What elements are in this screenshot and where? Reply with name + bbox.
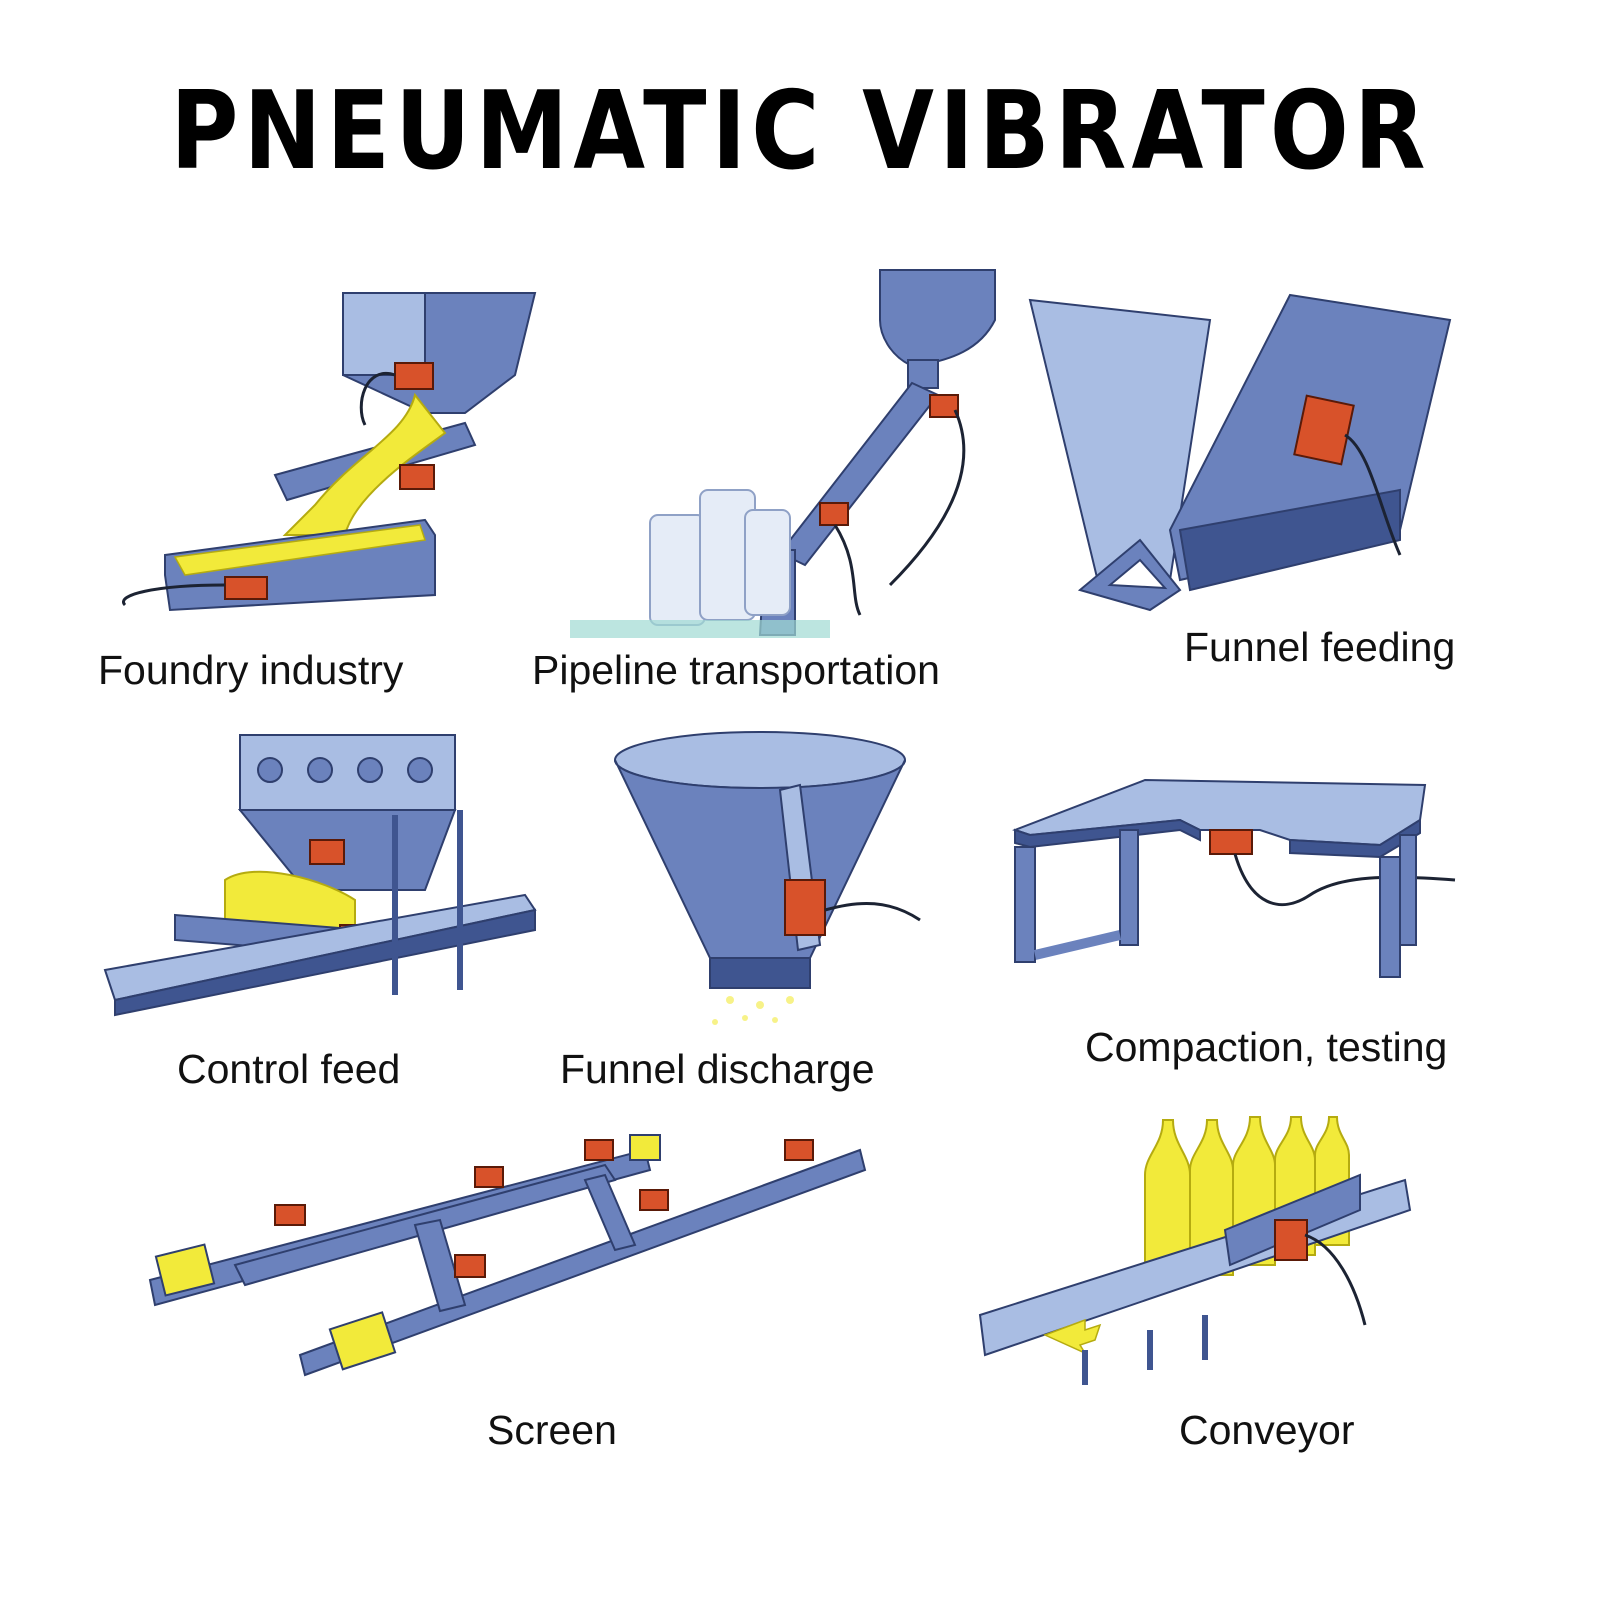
funnel-feeding-illustration (1020, 290, 1460, 620)
caption-control-feed: Control feed (177, 1046, 401, 1092)
funnel-icon (614, 731, 921, 1025)
pipeline-illustration (560, 265, 1000, 640)
control-feed-illustration (103, 730, 545, 1020)
caption-funnel-discharge: Funnel discharge (560, 1046, 875, 1092)
conveyor-illustration (975, 1115, 1415, 1390)
caption-conveyor: Conveyor (1179, 1407, 1355, 1453)
caption-foundry: Foundry industry (98, 647, 404, 693)
page-title: PNEUMATIC VIBRATOR (170, 69, 1431, 194)
caption-screen: Screen (487, 1407, 617, 1453)
caption-pipeline: Pipeline transportation (532, 647, 940, 693)
feeder-conveyor-icon (103, 734, 537, 1017)
silo-pipe-icon (570, 269, 996, 638)
funnel-discharge-illustration (610, 730, 930, 1035)
v-trough-icon (1028, 293, 1452, 612)
caption-compaction: Compaction, testing (1085, 1024, 1448, 1070)
vibrating-table-icon (1012, 778, 1456, 978)
bottle-conveyor-icon (978, 1116, 1412, 1385)
hopper-chute-tray-icon (122, 292, 537, 612)
screen-illustration (145, 1125, 870, 1385)
compaction-illustration (1010, 775, 1460, 990)
screen-frame-icon (148, 1134, 867, 1377)
caption-funnel-feeding: Funnel feeding (1184, 624, 1456, 670)
foundry-illustration (115, 285, 555, 635)
